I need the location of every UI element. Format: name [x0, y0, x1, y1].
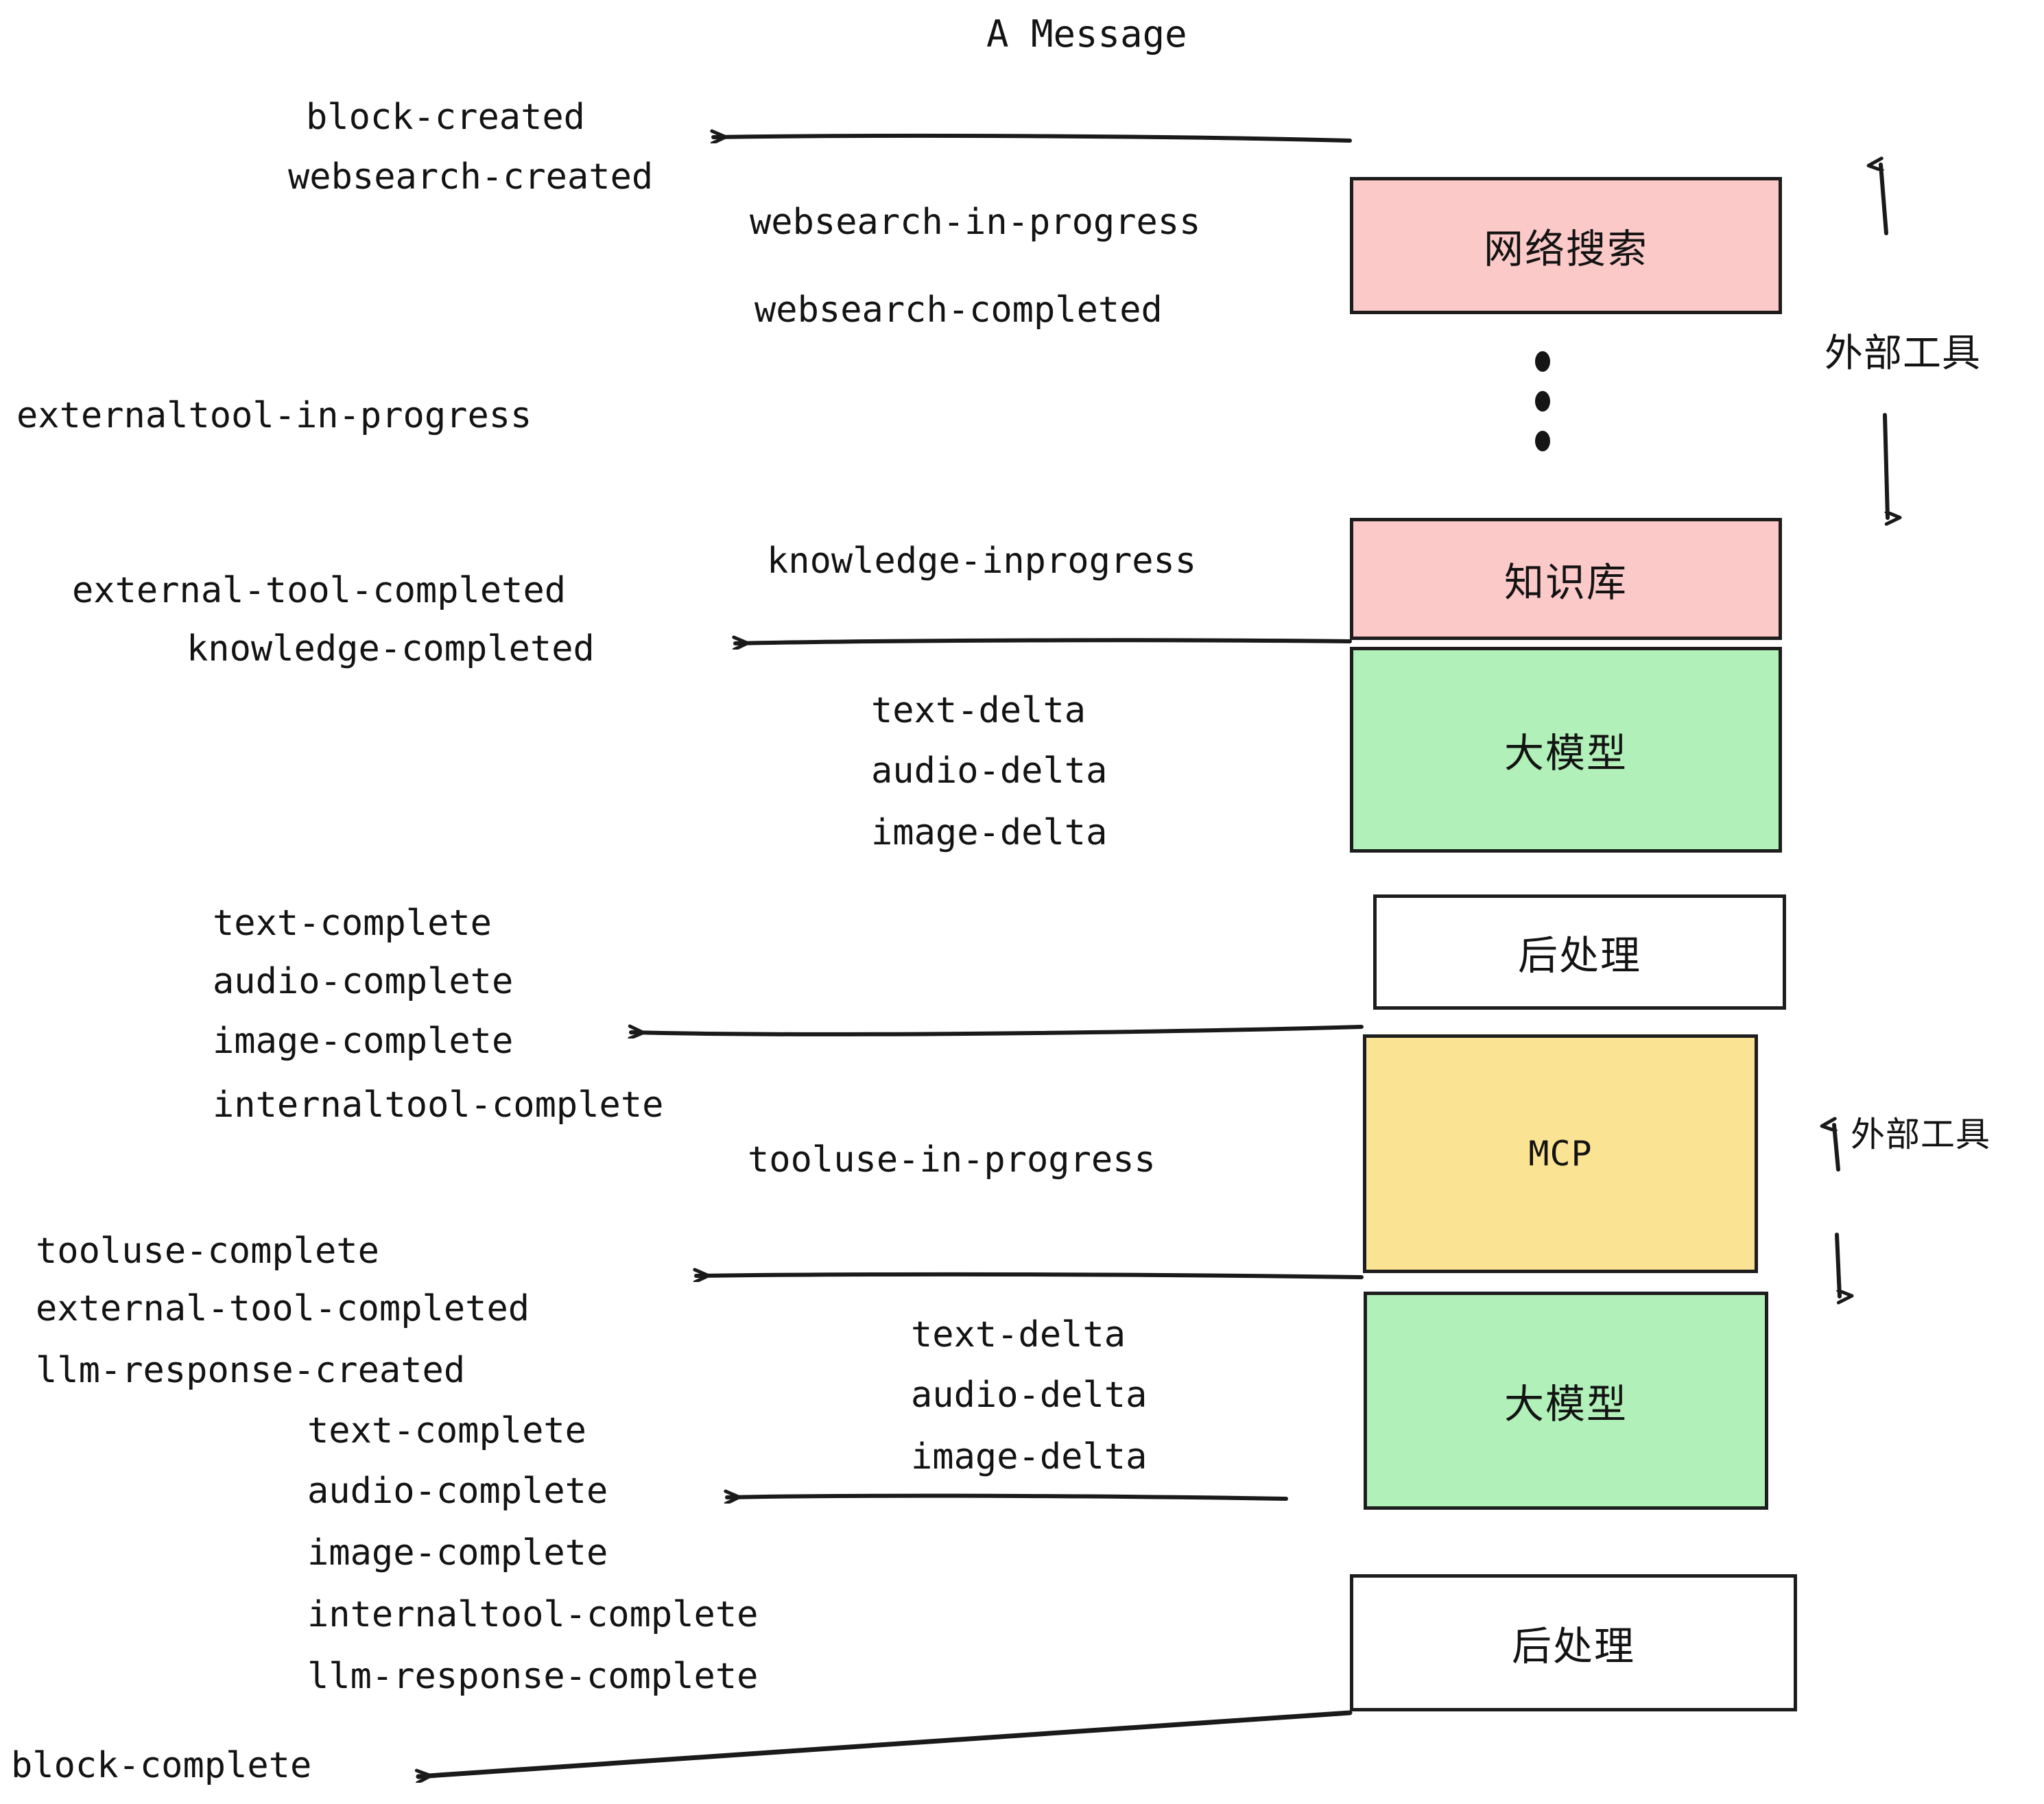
diagram-title: A Message	[986, 12, 1187, 56]
event-block-created: block-created	[306, 97, 585, 138]
event-external-tool-completed-1: external-tool-completed	[72, 570, 567, 611]
event-internaltool-complete-2: internaltool-complete	[307, 1594, 759, 1635]
box-websearch[interactable]: 网络搜索	[1350, 177, 1782, 314]
box-websearch-label: 网络搜索	[1483, 226, 1648, 272]
external-tools-label-top: 外部工具	[1825, 331, 1981, 376]
event-image-complete-1: image-complete	[213, 1021, 514, 1062]
event-knowledge-completed: knowledge-completed	[187, 628, 595, 669]
event-audio-complete-1: audio-complete	[213, 961, 514, 1002]
arrow-image-complete	[631, 1027, 1364, 1034]
box-llm-1-label: 大模型	[1504, 730, 1628, 776]
event-image-complete-2: image-complete	[307, 1532, 608, 1574]
box-mcp[interactable]: MCP	[1363, 1034, 1758, 1273]
ellipsis-dot-3	[1535, 431, 1550, 451]
arrow-block-complete	[418, 1710, 1353, 1777]
ellipsis-dot-1	[1535, 351, 1550, 372]
box-postproc-1-label: 后处理	[1517, 932, 1641, 979]
box-llm-2[interactable]: 大模型	[1364, 1292, 1768, 1510]
event-image-delta-2: image-delta	[911, 1436, 1148, 1477]
ellipsis-dot-2	[1535, 391, 1550, 412]
event-block-complete: block-complete	[11, 1745, 312, 1786]
event-externaltool-in-progress: externaltool-in-progress	[16, 395, 532, 436]
event-websearch-created: websearch-created	[288, 156, 654, 198]
box-llm-2-label: 大模型	[1504, 1381, 1628, 1427]
event-llm-response-created: llm-response-created	[36, 1350, 466, 1391]
arrow-knowledge-completed	[735, 640, 1352, 643]
arrow-tooluse-complete	[696, 1274, 1364, 1277]
event-audio-delta-2: audio-delta	[911, 1375, 1148, 1416]
event-llm-response-complete: llm-response-complete	[307, 1656, 759, 1697]
arrow-audio-complete	[727, 1496, 1288, 1499]
external-tools-arrow-bottom	[1834, 1125, 1840, 1296]
event-text-delta-2: text-delta	[911, 1314, 1126, 1355]
box-postproc-2-label: 后处理	[1511, 1623, 1635, 1670]
event-image-delta-1: image-delta	[871, 812, 1108, 853]
box-llm-1[interactable]: 大模型	[1350, 647, 1782, 853]
box-mcp-label: MCP	[1528, 1134, 1593, 1174]
event-text-complete-1: text-complete	[213, 903, 492, 944]
arrow-block-created	[713, 136, 1352, 141]
box-postproc-1[interactable]: 后处理	[1373, 894, 1786, 1010]
box-postproc-2[interactable]: 后处理	[1350, 1574, 1797, 1711]
box-knowledge[interactable]: 知识库	[1350, 518, 1782, 640]
event-audio-complete-2: audio-complete	[307, 1471, 608, 1512]
event-text-complete-2: text-complete	[307, 1410, 586, 1451]
event-websearch-completed: websearch-completed	[754, 289, 1163, 331]
event-tooluse-in-progress: tooluse-in-progress	[748, 1139, 1156, 1180]
box-knowledge-label: 知识库	[1504, 559, 1628, 606]
event-external-tool-completed-2: external-tool-completed	[36, 1288, 530, 1329]
event-audio-delta-1: audio-delta	[871, 750, 1108, 792]
external-tools-label-bottom: 外部工具	[1851, 1115, 1990, 1154]
event-text-delta-1: text-delta	[871, 690, 1086, 731]
event-tooluse-complete: tooluse-complete	[36, 1231, 379, 1272]
event-internaltool-complete-1: internaltool-complete	[213, 1084, 664, 1126]
event-websearch-in-progress: websearch-in-progress	[750, 202, 1201, 243]
event-knowledge-inprogress: knowledge-inprogress	[767, 541, 1197, 582]
